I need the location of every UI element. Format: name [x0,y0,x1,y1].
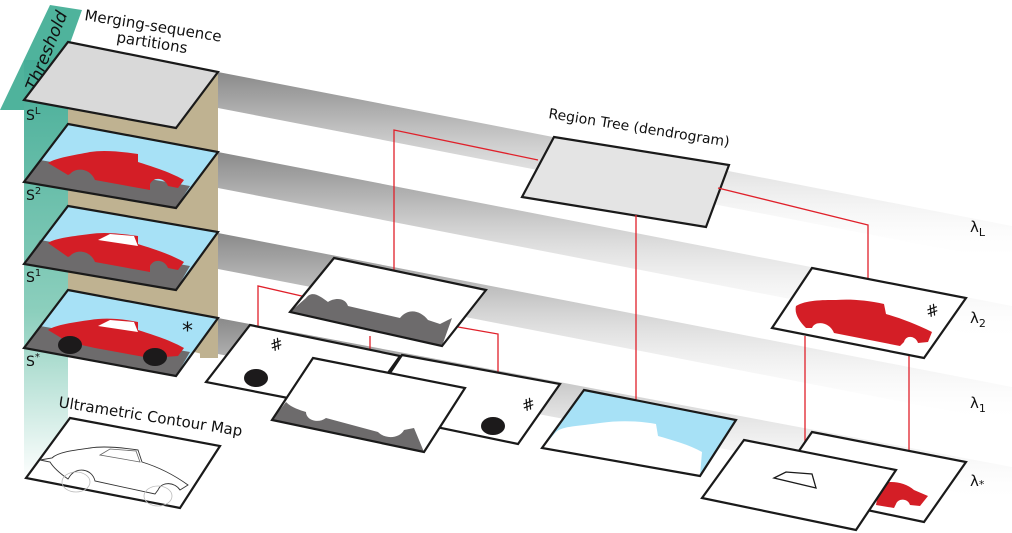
ucm-wheel-front [61,471,91,493]
lambda-label-L: λL [970,218,986,239]
star-marker: * [182,319,193,344]
lambda-label-1: λ1 [970,394,986,415]
partition-Sstar-wheel-front [58,336,82,354]
node-car: # [770,266,968,360]
node-car-shape [795,299,932,346]
partition-S2 [22,122,220,210]
hash-marker-wheel-left: # [267,333,286,355]
ucm-panel [24,416,222,510]
partition-Sstar-window [98,320,138,332]
ucm-panel-frame [24,416,222,510]
partition-Sstar: * [22,288,220,378]
partition-SL [22,40,220,130]
lambda-label-star: λ* [970,472,985,491]
partition-Sstar-panel [22,288,220,378]
node-wheel-right-blob [481,417,505,435]
partition-Sstar-car [48,318,184,358]
node-ground-merged-shape [290,294,452,346]
node-ground-leaf [270,356,467,454]
partition-S1 [22,204,220,292]
hash-marker-car: # [923,299,942,321]
root-node-panel [520,135,731,229]
partition-S1-car [48,232,184,272]
node-car-body-shape [876,482,928,508]
ucm-wheel-rear [143,485,173,507]
partition-SL-panel [22,40,220,130]
hash-marker-wheel-right: # [519,393,538,415]
node-ground-leaf-panel [270,356,467,454]
node-ground-merged [288,256,488,348]
node-sky-car-hole [542,421,702,476]
threshold-arrow-head [0,5,82,110]
edge-root-to-left [393,129,539,280]
level-label-SL: SL [26,106,41,124]
partition-S1-panel [22,204,220,292]
node-wheel-left-blob [244,369,268,387]
partition-S1-window [98,234,138,246]
ucm-car-contour [39,446,189,495]
level-label-S2: S2 [26,186,41,204]
node-sky [540,388,738,478]
node-car-panel [770,266,968,360]
lambda-label-2: λ2 [970,309,986,330]
node-window-panel [700,438,898,532]
edge-root-to-right [717,187,869,296]
node-window-contour [772,471,817,489]
partition-S2-car [48,150,184,190]
partition-S2-panel [22,122,220,210]
node-ground-leaf-shape [272,402,424,452]
node-sky-panel [540,388,738,478]
level-label-S1: S1 [26,268,41,286]
level-label-Sstar: S* [26,352,40,370]
node-ground-merged-panel [288,256,488,348]
ucm-window-contour [98,448,141,463]
partition-Sstar-wheel-rear [143,348,167,366]
node-window [700,438,898,532]
